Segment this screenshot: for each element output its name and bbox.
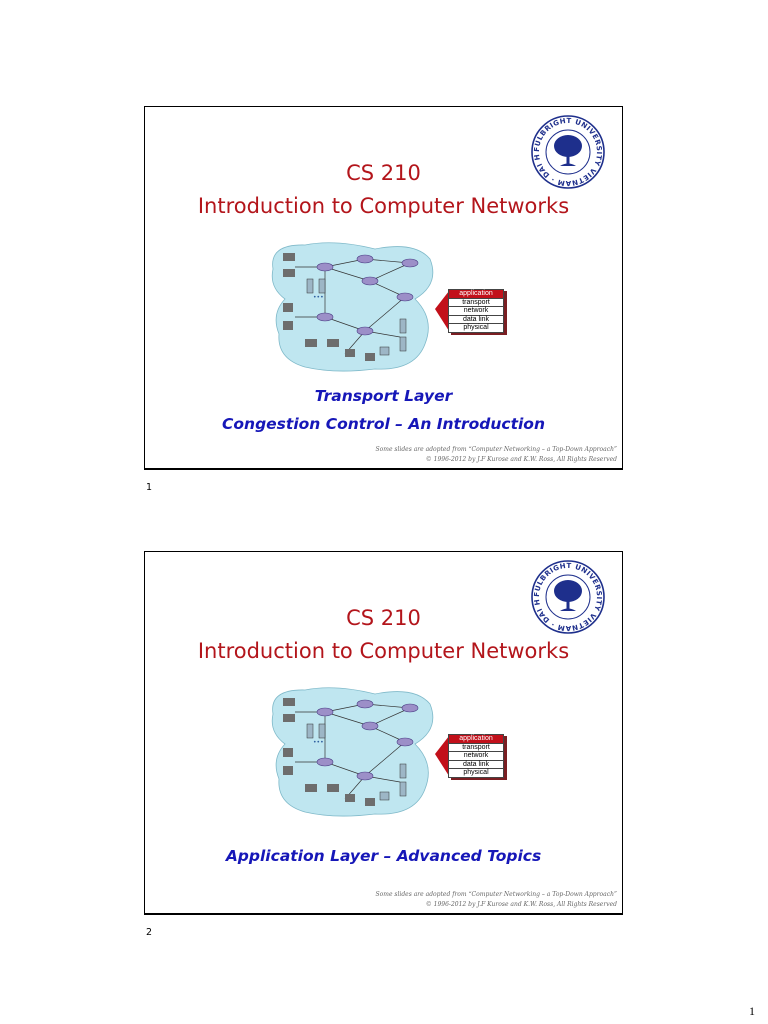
subtitle-line-1: Application Layer – Advanced Topics — [225, 847, 542, 865]
subtitle-line-1: Transport Layer — [314, 387, 453, 405]
credit-line-2: © 1996-2012 by J.F Kurose and K.W. Ross,… — [425, 456, 617, 463]
layer-application: application — [449, 289, 503, 298]
credit-note: Some slides are adopted from “Computer N… — [376, 890, 617, 910]
slide-2: FULBRIGHT UNIVERSITY VIETNAM · DAI HOC C… — [144, 551, 623, 915]
protocol-stack: application transport network data link … — [448, 289, 504, 333]
svg-text:•••: ••• — [313, 294, 324, 301]
layer-physical: physical — [449, 323, 503, 332]
slide-1: FULBRIGHT UNIVERSITY VIETNAM · DAI HOC C… — [144, 106, 623, 470]
course-name: Introduction to Computer Networks — [197, 194, 570, 218]
layer-network: network — [449, 306, 503, 315]
credit-note: Some slides are adopted from “Computer N… — [376, 445, 617, 465]
slide-subtitle: Transport Layer Congestion Control – An … — [145, 382, 622, 438]
course-name: Introduction to Computer Networks — [197, 639, 570, 663]
fulbright-seal-logo: FULBRIGHT UNIVERSITY VIETNAM · DAI HOC — [530, 114, 605, 189]
subtitle-line-2: Congestion Control – An Introduction — [222, 415, 545, 433]
slide-title: CS 210 Introduction to Computer Networks — [145, 602, 622, 668]
page-number: 1 — [749, 1004, 755, 1018]
layers-wedge — [435, 291, 449, 331]
layer-transport: transport — [449, 297, 503, 307]
network-diagram: ••• — [271, 687, 434, 817]
network-diagram: ••• — [271, 242, 434, 372]
fulbright-seal-logo: FULBRIGHT UNIVERSITY VIETNAM · DAI HOC — [530, 559, 605, 634]
slide-number: 1 — [146, 482, 153, 493]
credit-line-1: Some slides are adopted from “Computer N… — [375, 446, 617, 453]
svg-text:•••: ••• — [313, 739, 324, 746]
layer-data-link: data link — [449, 759, 503, 769]
layer-transport: transport — [449, 742, 503, 752]
slide-title: CS 210 Introduction to Computer Networks — [145, 157, 622, 223]
course-code: CS 210 — [346, 606, 421, 630]
layer-application: application — [449, 734, 503, 743]
protocol-stack: application transport network data link … — [448, 734, 504, 778]
slide-number: 2 — [146, 927, 153, 938]
layer-network: network — [449, 751, 503, 760]
credit-line-1: Some slides are adopted from “Computer N… — [375, 891, 617, 898]
course-code: CS 210 — [346, 161, 421, 185]
credit-line-2: © 1996-2012 by J.F Kurose and K.W. Ross,… — [425, 901, 617, 908]
layer-data-link: data link — [449, 314, 503, 324]
layers-wedge — [435, 736, 449, 776]
layer-physical: physical — [449, 768, 503, 777]
slide-subtitle: Application Layer – Advanced Topics — [145, 842, 622, 870]
